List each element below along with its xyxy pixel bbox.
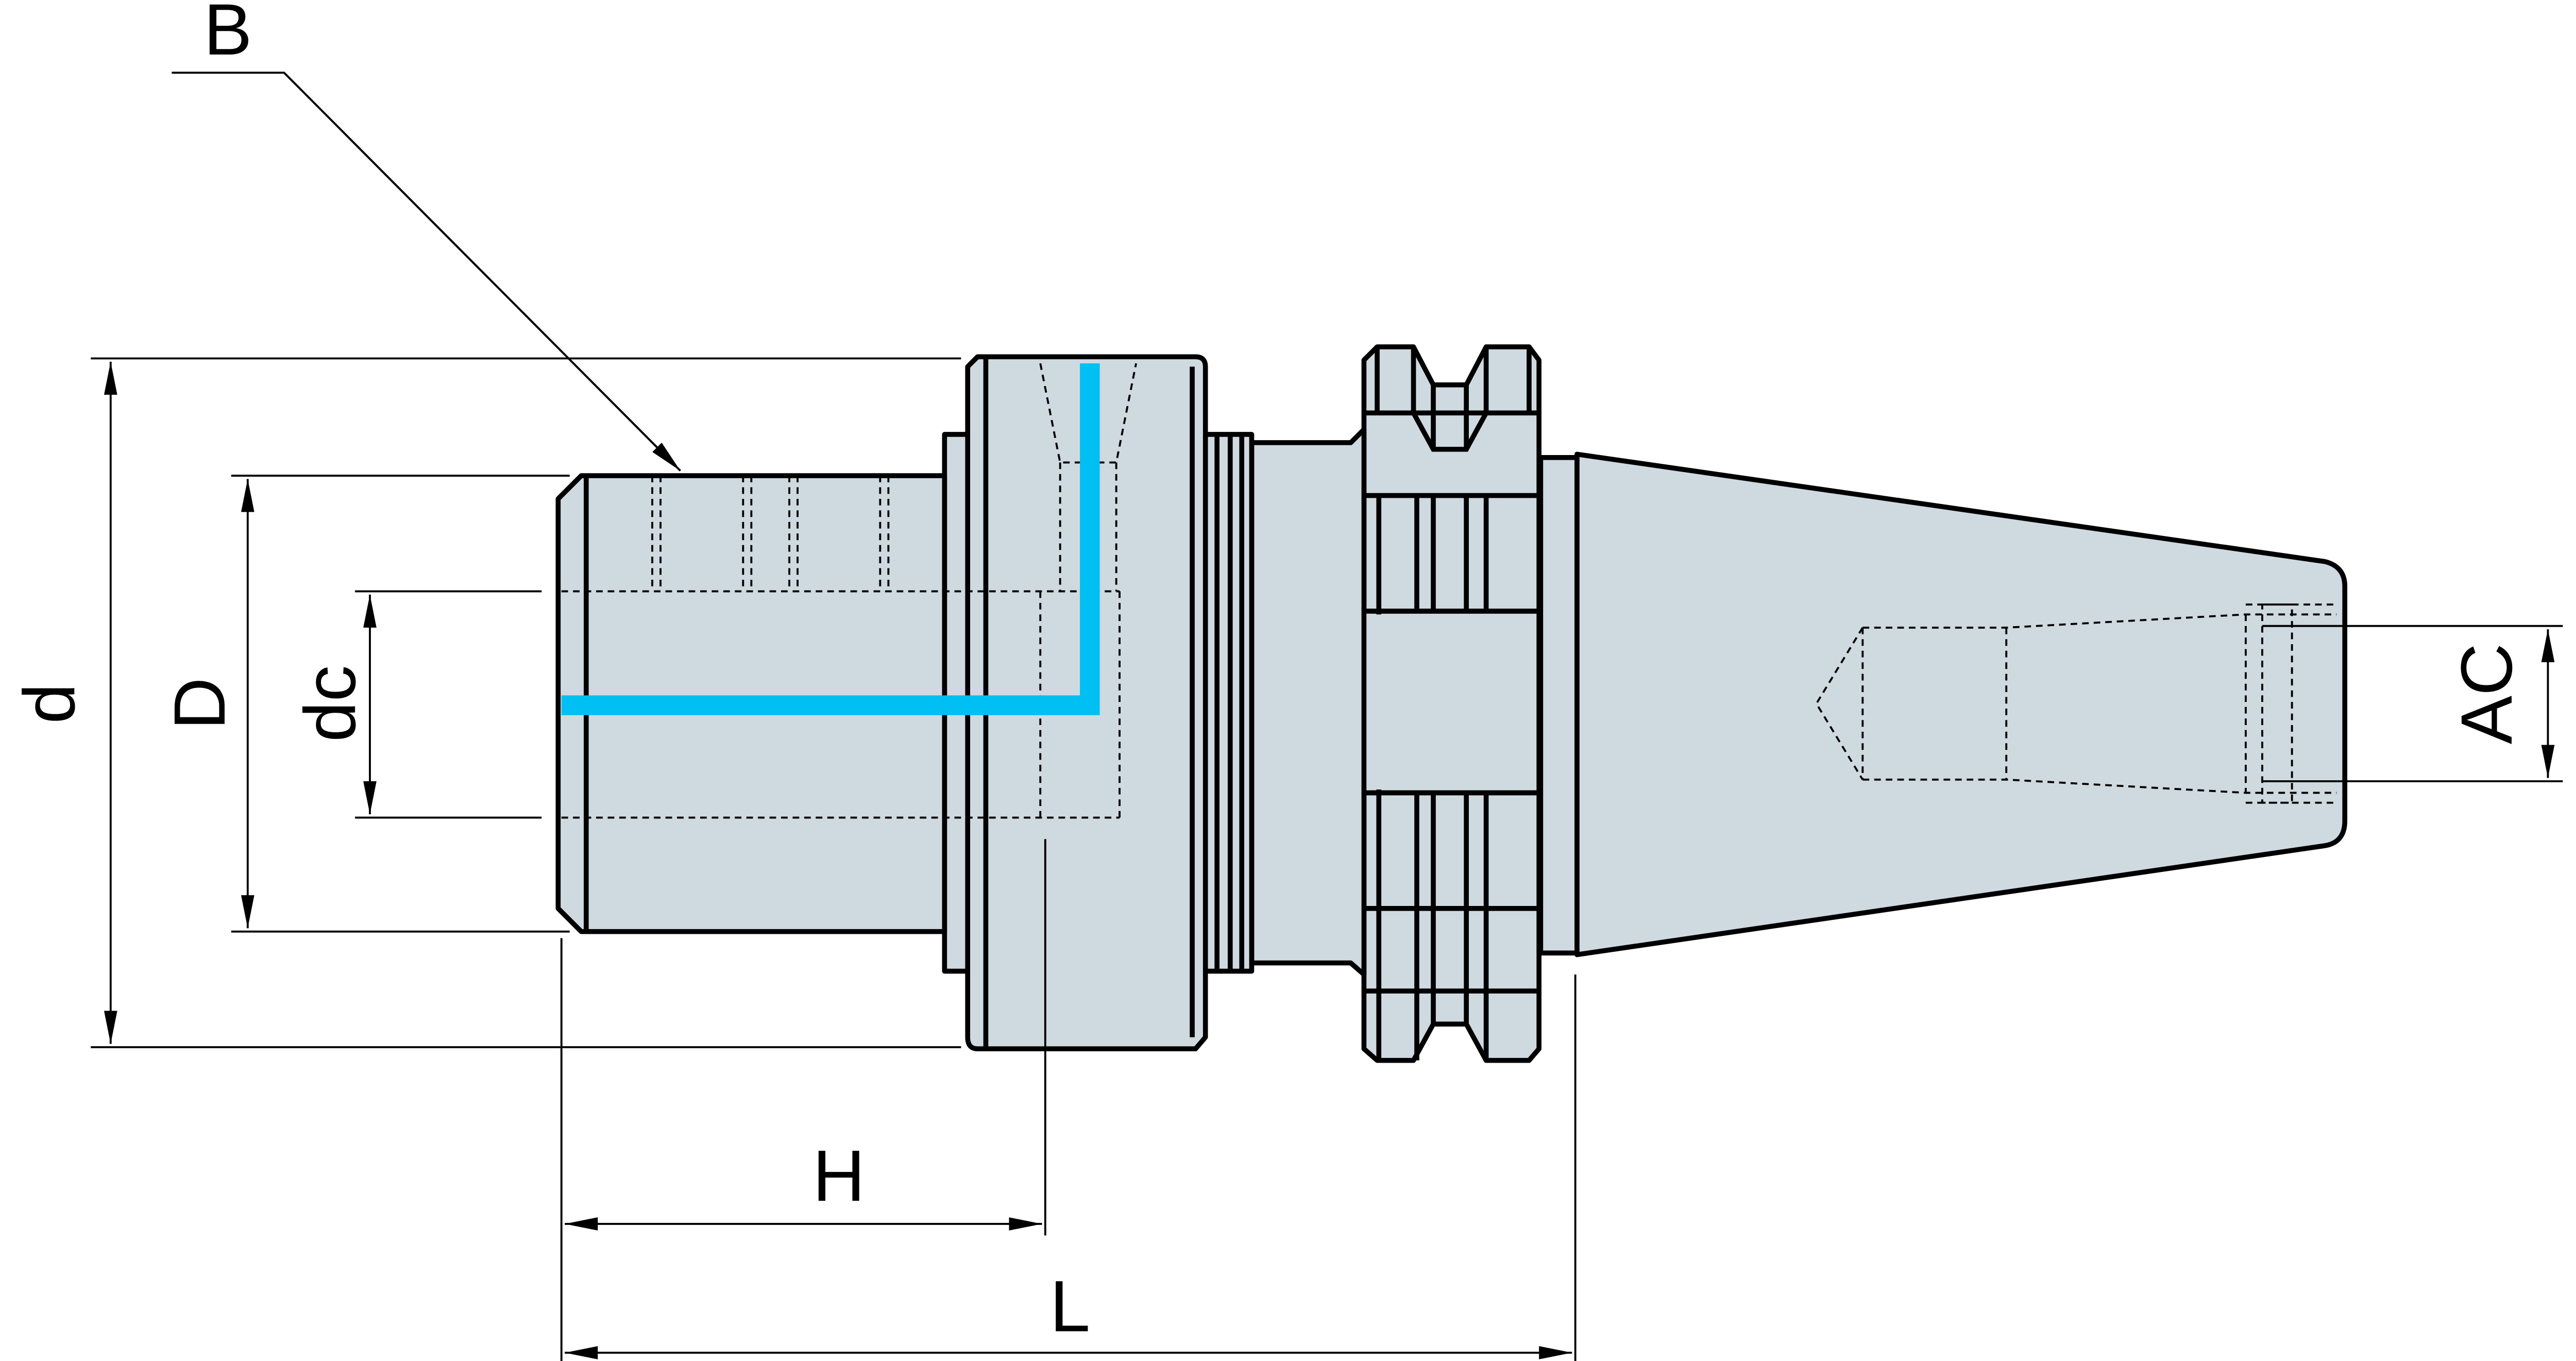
label-D: D: [159, 677, 240, 730]
taper-shank: [1574, 451, 2348, 957]
label-AC: AC: [2446, 643, 2527, 744]
slot-face: [1370, 614, 1536, 790]
label-d: d: [8, 683, 90, 724]
label-L: L: [1050, 1265, 1090, 1347]
leader-arrow-B: [283, 72, 681, 472]
taper-collar: [1538, 455, 1580, 956]
coolant-channel: [561, 363, 1100, 715]
label-dc: dc: [289, 665, 370, 742]
hidden-lines: [561, 363, 2337, 819]
label-H: H: [812, 1135, 865, 1216]
neck: [1249, 427, 1367, 977]
extension-lines: [91, 72, 2563, 1361]
label-B: B: [204, 0, 252, 70]
